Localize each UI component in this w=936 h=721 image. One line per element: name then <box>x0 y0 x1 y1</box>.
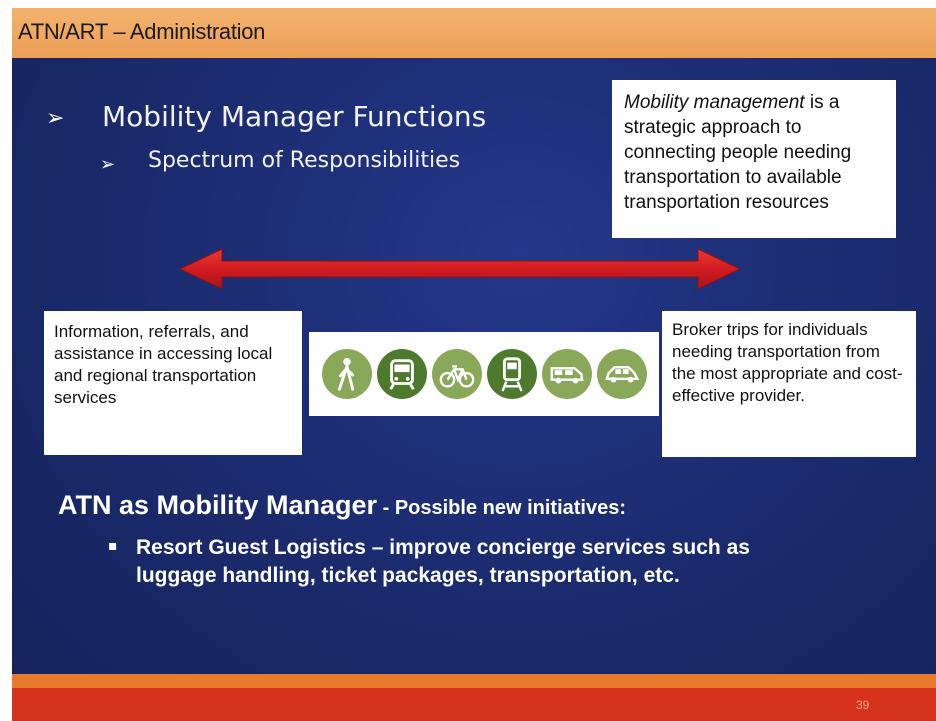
page-number: 39 <box>856 698 870 712</box>
slide-header-bar: ATN/ART – Administration <box>12 8 936 58</box>
transportation-icons-strip <box>309 332 659 416</box>
car-icon <box>596 349 647 399</box>
train-icon <box>486 349 537 399</box>
pedestrian-icon <box>321 349 372 399</box>
footer-red-bar <box>12 688 936 721</box>
information-referrals-box: Information, referrals, and assistance i… <box>44 311 302 455</box>
definition-term: Mobility management <box>624 92 805 113</box>
definition-text: is a strategic approach to connecting pe… <box>624 92 852 213</box>
slide-title: ATN/ART – Administration <box>18 19 266 44</box>
square-bullet-marker: ▪ <box>108 538 118 554</box>
mobility-management-definition-box: Mobility management is a strategic appro… <box>612 80 896 238</box>
bullet-mobility-manager-functions: Mobility Manager Functions <box>102 100 487 133</box>
broker-trips-box: Broker trips for individuals needing tra… <box>662 311 916 457</box>
bicycle-icon <box>431 349 482 399</box>
sub-bullet-spectrum: Spectrum of Responsibilities <box>148 148 461 173</box>
bullet-arrow-marker: ➢ <box>46 106 65 131</box>
atn-heading-main: ATN as Mobility Manager <box>58 490 378 520</box>
spectrum-double-arrow <box>180 248 740 290</box>
slide: ATN/ART – Administration ➢ Mobility Mana… <box>12 8 936 721</box>
footer-orange-stripe <box>12 674 936 688</box>
atn-mobility-manager-heading: ATN as Mobility Manager - Possible new i… <box>58 490 626 521</box>
van-icon <box>541 349 592 399</box>
atn-heading-sub: - Possible new initiatives: <box>377 497 627 519</box>
bus-icon <box>376 349 427 399</box>
resort-guest-logistics-bullet: Resort Guest Logistics – improve concier… <box>136 536 750 587</box>
sub-bullet-arrow-marker: ➢ <box>100 154 116 175</box>
